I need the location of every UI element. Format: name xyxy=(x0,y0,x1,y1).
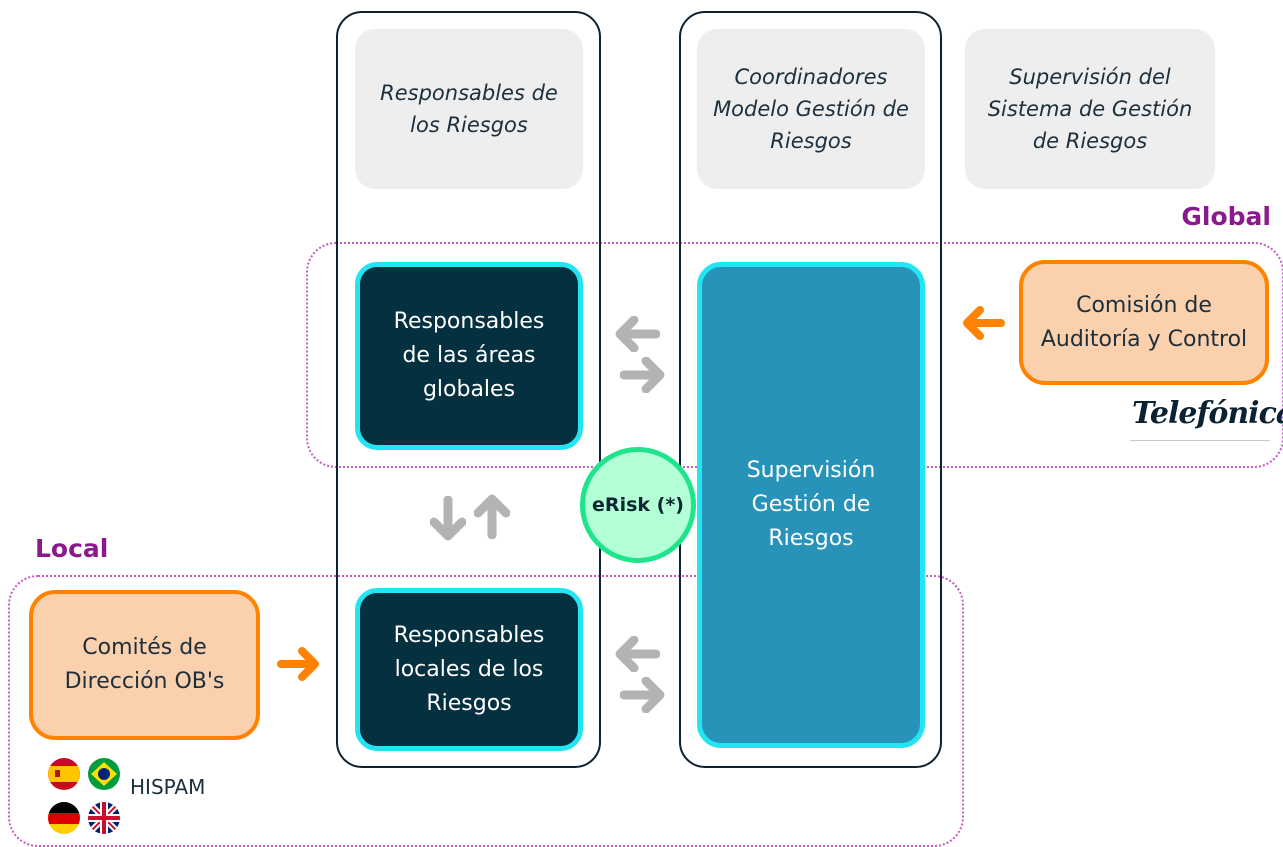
arrow-down-icon xyxy=(430,496,466,542)
telefonica-logo: Telefónica xyxy=(1132,396,1283,431)
germany-flag-icon xyxy=(48,802,80,834)
box-comision-auditoria: Comisión de Auditoría y Control xyxy=(1019,260,1269,385)
orange-arrow-right-icon xyxy=(276,646,322,682)
arrow-left-bottom-icon xyxy=(614,636,660,672)
orange-arrow-left-icon xyxy=(960,305,1006,341)
box-responsables-areas-globales: Responsables de las áreas globales xyxy=(355,262,583,450)
global-region-label: Global xyxy=(1181,202,1271,231)
arrow-left-top-icon xyxy=(614,316,660,352)
brazil-flag-icon xyxy=(88,758,120,790)
uk-flag-icon xyxy=(88,802,120,834)
arrow-right-top-icon xyxy=(620,357,666,393)
coordinadores-column-frame xyxy=(679,11,942,768)
box-responsables-locales: Responsables locales de los Riesgos xyxy=(355,588,583,751)
arrow-right-bottom-icon xyxy=(620,677,666,713)
local-region-label: Local xyxy=(35,534,109,563)
header-responsables-riesgos: Responsables de los Riesgos xyxy=(355,29,583,189)
header-coordinadores-modelo: Coordinadores Modelo Gestión de Riesgos xyxy=(697,29,925,189)
responsables-column-frame xyxy=(336,11,601,768)
box-comites-direccion: Comités de Dirección OB's xyxy=(29,590,260,740)
hispam-label: HISPAM xyxy=(130,775,206,799)
box-supervision-gestion-riesgos: Supervisión Gestión de Riesgos xyxy=(697,262,925,748)
logo-divider xyxy=(1130,440,1270,441)
arrow-up-icon xyxy=(474,493,510,539)
erisk-circle: eRisk (*) xyxy=(580,447,696,563)
header-supervision-sistema: Supervisión del Sistema de Gestión de Ri… xyxy=(965,29,1215,189)
spain-flag-icon xyxy=(48,758,80,790)
